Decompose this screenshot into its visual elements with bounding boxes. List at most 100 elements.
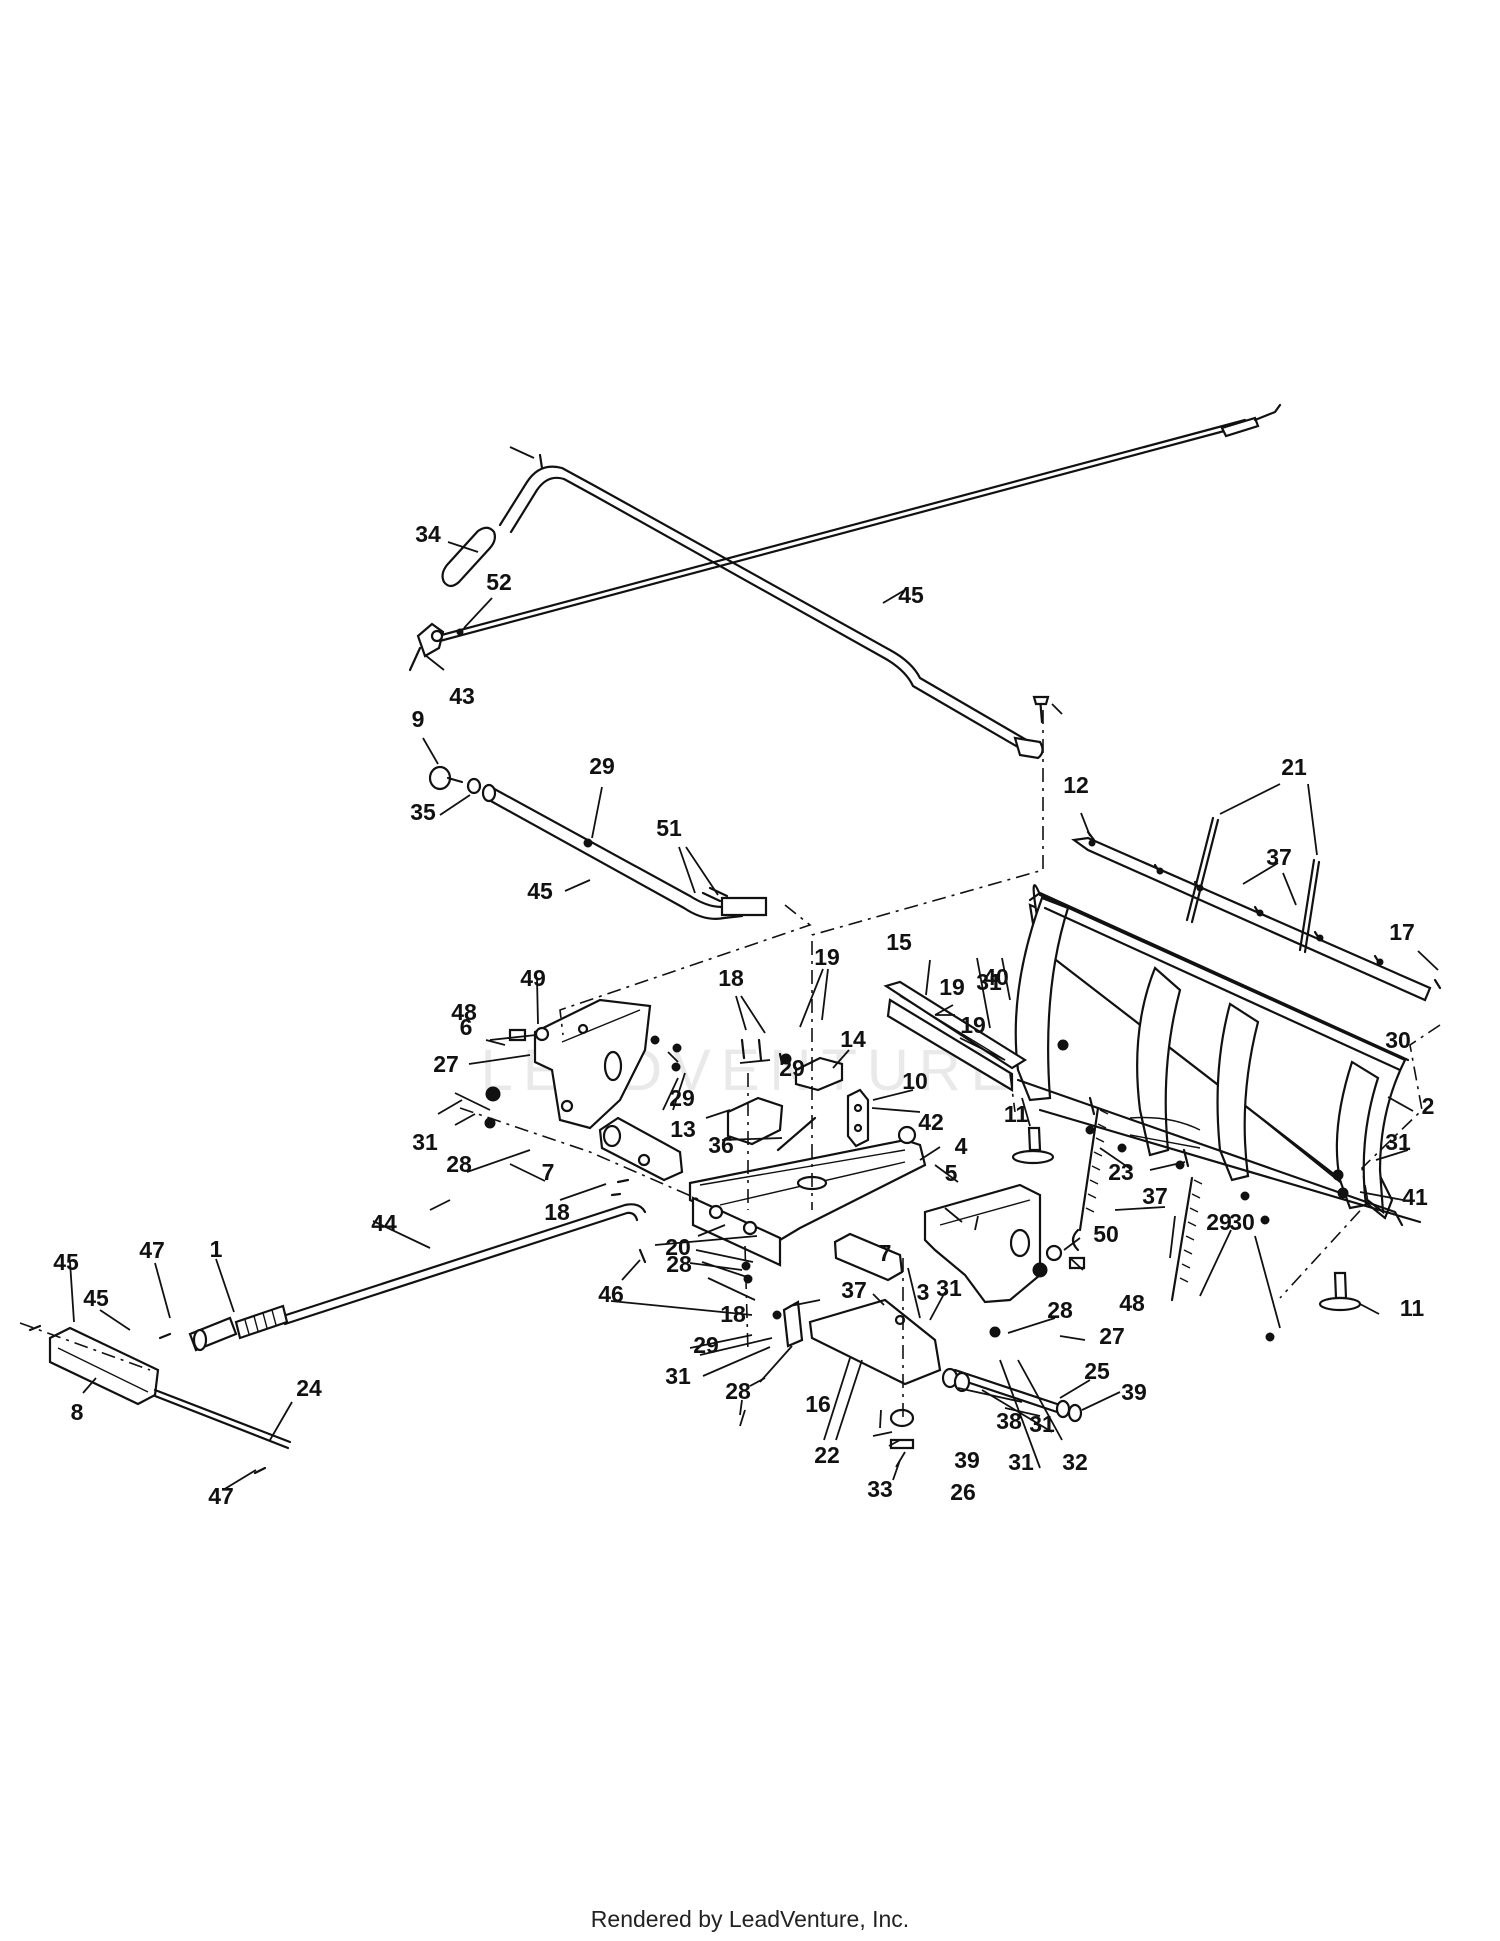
callout: 30 [1229, 1209, 1255, 1235]
callout: 24 [296, 1375, 322, 1401]
callout: 31 [412, 1129, 438, 1155]
callout: 43 [449, 683, 475, 709]
callout: 45 [898, 582, 924, 608]
callout: 27 [433, 1051, 459, 1077]
skid-shoe-right [1318, 1271, 1362, 1312]
callout: 34 [415, 521, 441, 547]
callout: 28 [666, 1251, 692, 1277]
callout: 18 [544, 1199, 570, 1225]
callout: 47 [139, 1237, 165, 1263]
callout: 48 [1119, 1290, 1145, 1316]
callout: 6 [460, 1014, 473, 1040]
callout: 23 [1108, 1159, 1134, 1185]
callout: 45 [53, 1249, 79, 1275]
hinge-plate-left [598, 1116, 684, 1182]
callout: 39 [954, 1447, 980, 1473]
callout: 40 [983, 964, 1009, 990]
clevis-1 [188, 1304, 289, 1352]
callout: 16 [805, 1391, 831, 1417]
skid-shoe-left [1011, 1126, 1055, 1165]
lift-cable [434, 403, 1282, 644]
callout: 51 [656, 815, 682, 841]
callout: 9 [412, 706, 425, 732]
part-50-clip [456, 628, 464, 636]
callout: 29 [779, 1055, 805, 1081]
rod-24 [153, 1388, 292, 1450]
callout: 29 [1206, 1209, 1232, 1235]
knob-9 [428, 765, 482, 795]
callout: 4 [955, 1133, 968, 1159]
callout: 50 [1093, 1221, 1119, 1247]
callout: 37 [841, 1277, 867, 1303]
hinge-plate-right [833, 1232, 904, 1282]
callout: 22 [814, 1442, 840, 1468]
callout: 2 [1422, 1093, 1435, 1119]
callout: 35 [410, 799, 436, 825]
frame-3 [808, 1298, 942, 1386]
bolt-head [1032, 695, 1050, 706]
pins-49 [701, 886, 729, 903]
callout: 31 [1029, 1411, 1055, 1437]
callout: 38 [996, 1408, 1022, 1434]
callout: 48 [451, 999, 477, 1025]
callout: 45 [527, 878, 553, 904]
plate-10 [846, 1088, 870, 1148]
callout: 28 [1047, 1297, 1073, 1323]
callout: 42 [918, 1109, 944, 1135]
spring-34 [776, 1116, 817, 1152]
callout: 18 [720, 1301, 746, 1327]
callout: 31 [1385, 1129, 1411, 1155]
callout: 37 [1266, 844, 1292, 870]
callout: 15 [886, 929, 912, 955]
callout: 28 [446, 1151, 472, 1177]
callout: 21 [1281, 754, 1307, 780]
callout: 31 [1008, 1449, 1034, 1475]
bracket-13 [726, 1096, 784, 1146]
callout: 29 [589, 753, 615, 779]
callout: 7 [879, 1240, 892, 1266]
callout: 5 [945, 1160, 958, 1186]
callout: 29 [669, 1085, 695, 1111]
callout: 41 [1402, 1184, 1428, 1210]
callout: 17 [1389, 919, 1415, 945]
callout: 13 [670, 1116, 696, 1142]
part-52-screw [538, 453, 544, 470]
callout: 11 [1004, 1101, 1029, 1127]
bracket-16 [782, 1300, 804, 1348]
callout: 49 [520, 965, 546, 991]
callout: 30 [1385, 1027, 1411, 1053]
callout: 31 [936, 1275, 962, 1301]
footer-credit: Rendered by LeadVenture, Inc. [590, 1906, 910, 1932]
callout: 7 [542, 1159, 555, 1185]
callout: 31 [665, 1363, 691, 1389]
callout: 10 [902, 1068, 928, 1094]
callout: 20 [665, 1234, 691, 1260]
center-lines [19, 710, 1441, 1418]
plow-blade [1014, 884, 1422, 1227]
callout: 39 [1121, 1379, 1147, 1405]
leader-lines [69, 446, 1439, 1491]
callout: 29 [693, 1332, 719, 1358]
callout: 52 [486, 569, 512, 595]
long-bolts [1185, 816, 1321, 954]
callout: 28 [725, 1378, 751, 1404]
callout: 3 [917, 1279, 930, 1305]
callout: 12 [1063, 772, 1089, 798]
callout: 33 [867, 1476, 893, 1502]
callout: 31 [976, 969, 1002, 995]
callout: 19 [939, 974, 965, 1000]
callout: 11 [1400, 1295, 1425, 1321]
washers-37-mid [941, 1367, 971, 1393]
callout: 19 [814, 944, 840, 970]
callout: 37 [1142, 1183, 1168, 1209]
callout: 25 [1084, 1358, 1110, 1384]
mount-bracket-14 [794, 1056, 844, 1092]
callout: 27 [1099, 1323, 1125, 1349]
callout: 36 [708, 1132, 734, 1158]
pivot-rail [883, 980, 1028, 1092]
callout: 8 [71, 1399, 84, 1425]
callout: 46 [598, 1281, 624, 1307]
callout: 47 [208, 1483, 234, 1509]
lift-arm [481, 783, 768, 920]
